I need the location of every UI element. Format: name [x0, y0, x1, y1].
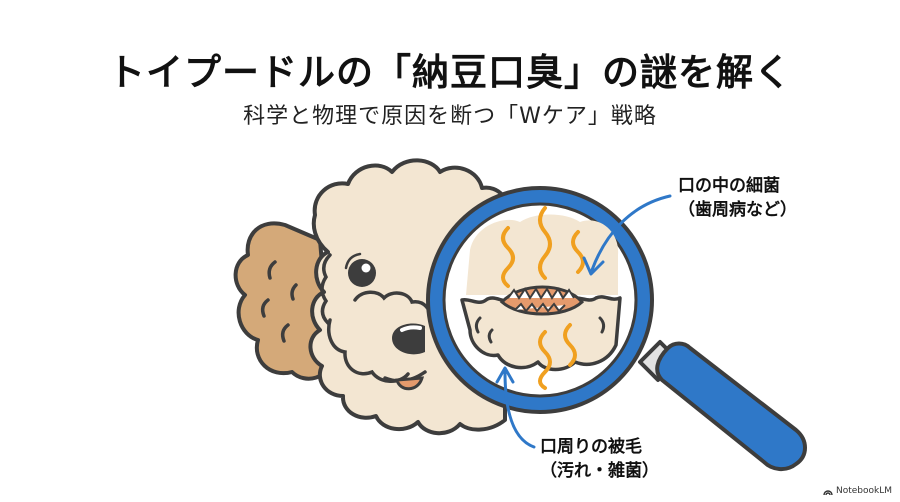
callout-mouth-fur-line1: 口周りの被毛 — [540, 437, 642, 457]
poodle-mouth-icon — [383, 370, 427, 391]
callout-mouth-fur-line2: （汚れ・雑菌） — [540, 461, 659, 481]
brand-label: NotebookLM — [835, 486, 892, 496]
callout-mouth-bacteria-line2: （歯周病など） — [678, 200, 797, 220]
magnifier-handle-icon — [638, 340, 807, 471]
callout-mouth-fur: 口周りの被毛 （汚れ・雑菌） — [540, 435, 659, 483]
callout-mouth-bacteria: 口の中の細菌 （歯周病など） — [678, 174, 797, 222]
callout-arrow-top-icon — [582, 194, 672, 276]
notebooklm-logo-icon — [823, 489, 833, 495]
notebooklm-watermark: NotebookLM — [823, 486, 892, 496]
callout-arrow-bottom-icon — [495, 366, 536, 449]
page-title: トイプードルの「納豆口臭」の謎を解く — [108, 51, 792, 94]
poodle-ear-icon — [233, 221, 332, 381]
page-subtitle: 科学と物理で原因を断つ「Wケア」戦略 — [243, 104, 657, 129]
callout-mouth-bacteria-line1: 口の中の細菌 — [678, 176, 780, 196]
odor-waves-icon — [501, 206, 585, 390]
poodle-nose-icon — [392, 323, 425, 355]
poodle-eye-icon — [344, 252, 376, 287]
magnifier-lens-icon — [426, 186, 654, 414]
